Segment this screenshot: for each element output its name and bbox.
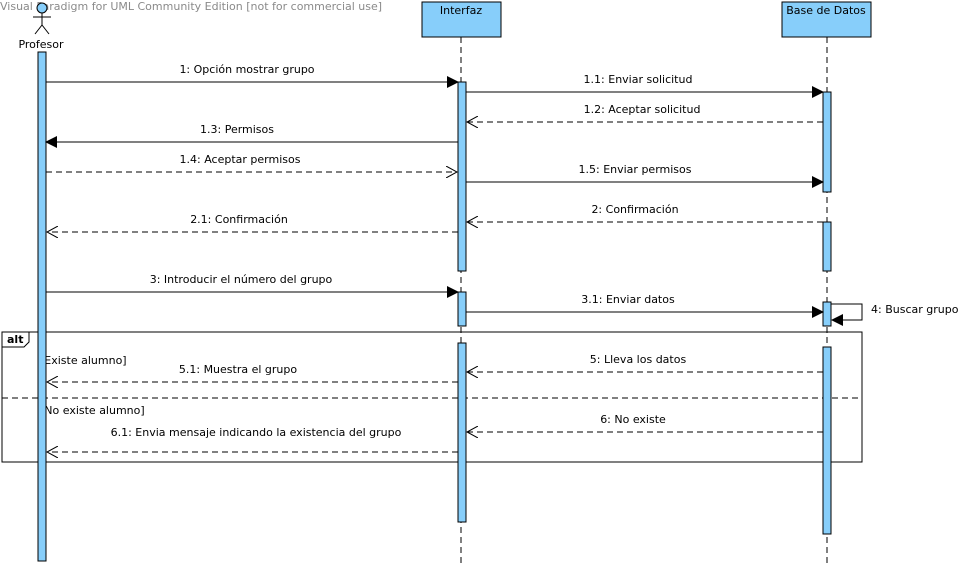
message-2-1[interactable]: 2.1: Confirmación — [47, 213, 458, 232]
message-1-5-label: 1.5: Enviar permisos — [579, 163, 692, 176]
message-2-1-label: 2.1: Confirmación — [190, 213, 288, 226]
message-6-1-label: 6.1: Envia mensaje indicando la existenc… — [111, 426, 402, 439]
activation-interfaz-3[interactable] — [457, 342, 467, 523]
message-3-label: 3: Introducir el número del grupo — [150, 273, 333, 286]
message-1-4[interactable]: 1.4: Aceptar permisos — [46, 153, 457, 172]
message-1[interactable]: 1: Opción mostrar grupo — [46, 63, 459, 88]
message-1-2[interactable]: 1.2: Aceptar solicitud — [467, 103, 823, 122]
activation-interfaz-2[interactable] — [457, 291, 467, 327]
message-5[interactable]: 5: Lleva los datos — [467, 353, 823, 372]
message-6[interactable]: 6: No existe — [467, 413, 823, 432]
activation-bd-3[interactable] — [822, 301, 832, 327]
activation-bd-4[interactable] — [822, 346, 832, 535]
message-1-label: 1: Opción mostrar grupo — [179, 63, 314, 76]
alt-guard-no-existe: [No existe alumno] — [40, 404, 145, 417]
message-4-self[interactable]: 4: Buscar grupo — [831, 303, 959, 326]
alt-guard-existe: [Existe alumno] — [40, 354, 127, 367]
lifeline-bd-head[interactable]: Base de Datos — [781, 1, 872, 38]
actor-label: Profesor — [18, 38, 64, 51]
activation-profesor[interactable] — [37, 51, 47, 562]
message-1-1-label: 1.1: Enviar solicitud — [584, 73, 693, 86]
message-1-4-label: 1.4: Aceptar permisos — [180, 153, 301, 166]
message-5-1-label: 5.1: Muestra el grupo — [179, 363, 298, 376]
message-5-1[interactable]: 5.1: Muestra el grupo — [47, 363, 458, 382]
message-6-1[interactable]: 6.1: Envia mensaje indicando la existenc… — [47, 426, 458, 452]
message-2-label: 2: Confirmación — [591, 203, 678, 216]
lifeline-bd-label: Base de Datos — [786, 4, 866, 17]
actor-profesor[interactable]: Profesor — [18, 2, 64, 51]
message-3-1-label: 3.1: Enviar datos — [581, 293, 675, 306]
message-1-5[interactable]: 1.5: Enviar permisos — [466, 163, 824, 188]
activation-interfaz-1[interactable] — [457, 81, 467, 272]
alt-operator-tab — [1, 331, 30, 348]
watermark-text: Visual Paradigm for UML Community Editio… — [0, 0, 382, 13]
message-1-3[interactable]: 1.3: Permisos — [45, 123, 458, 148]
lifeline-interfaz-head[interactable]: Interfaz — [421, 1, 502, 38]
message-1-3-label: 1.3: Permisos — [200, 123, 274, 136]
message-1-1[interactable]: 1.1: Enviar solicitud — [466, 73, 824, 98]
message-6-label: 6: No existe — [600, 413, 666, 426]
message-2[interactable]: 2: Confirmación — [467, 203, 823, 222]
alt-operator-label: alt — [7, 333, 23, 346]
message-5-label: 5: Lleva los datos — [590, 353, 687, 366]
activation-bd-2[interactable] — [822, 221, 832, 272]
alt-fragment[interactable]: alt [Existe alumno] [No existe alumno] — [1, 331, 863, 463]
message-3[interactable]: 3: Introducir el número del grupo — [46, 273, 459, 298]
stick-figure-actor-icon — [33, 2, 51, 35]
message-4-label: 4: Buscar grupo — [871, 303, 959, 316]
lifeline-interfaz-label: Interfaz — [440, 4, 482, 17]
message-1-2-label: 1.2: Aceptar solicitud — [584, 103, 701, 116]
message-3-1[interactable]: 3.1: Enviar datos — [466, 293, 824, 318]
activation-bd-1[interactable] — [822, 91, 832, 193]
